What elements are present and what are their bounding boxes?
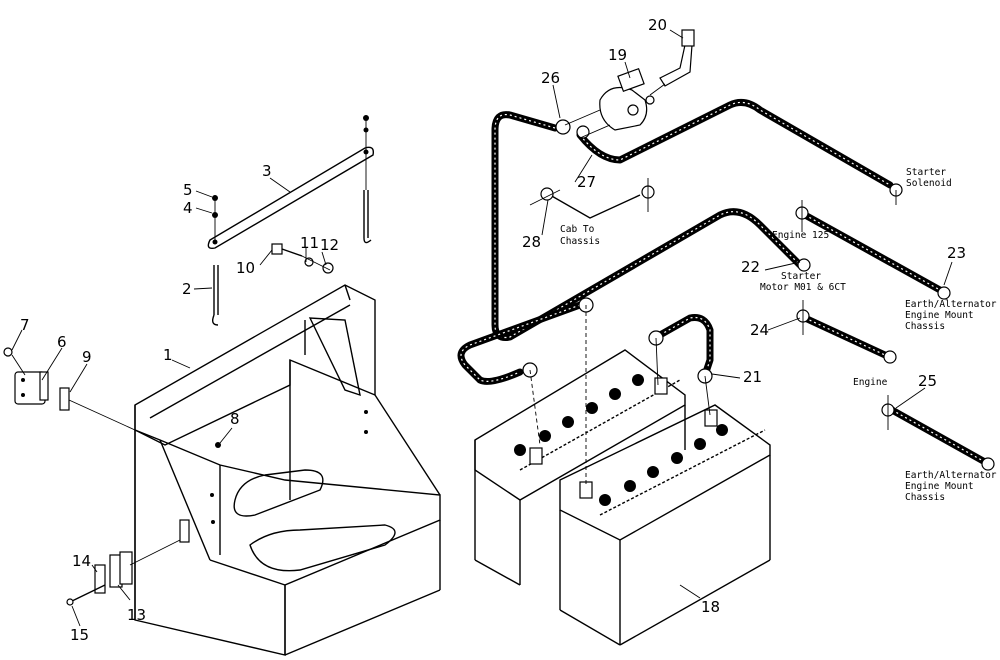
nut-washer-stack (212, 195, 218, 240)
callout-25: 25 (918, 372, 937, 390)
callout-19: 19 (608, 46, 627, 64)
callout-2: 2 (182, 280, 192, 298)
callout-27: 27 (577, 173, 596, 191)
label-earth-bottom-1: Earth/Alternator (905, 470, 997, 481)
callout-26: 26 (541, 69, 560, 87)
terminal-lugs (522, 119, 995, 485)
label-earth-bottom-3: Chassis (905, 492, 945, 503)
cable-battery-loop (457, 301, 584, 385)
callout-21: 21 (743, 368, 762, 386)
battery-front (559, 404, 771, 646)
callout-7: 7 (20, 316, 30, 334)
cable-battery-jumper (656, 314, 714, 379)
callout-11: 11 (300, 234, 319, 252)
callout-18: 18 (701, 598, 720, 616)
label-earth-bottom-2: Engine Mount (905, 481, 974, 492)
callout-24: 24 (750, 321, 769, 339)
callout-15: 15 (70, 626, 89, 644)
battery-rear (474, 349, 686, 586)
elbow-fitting (649, 29, 695, 96)
label-earth-top-1: Earth/Alternator (905, 299, 997, 310)
label-earth-top-3: Chassis (905, 321, 945, 332)
label-starter-motor-1: Starter (781, 271, 821, 282)
j-bolt-left (211, 265, 219, 326)
callout-numbers: 1 2 3 4 5 6 7 8 9 10 11 12 13 14 15 18 1… (20, 16, 966, 644)
latch-assembly (66, 539, 181, 606)
label-earth-top-2: Engine Mount (905, 310, 974, 321)
callout-12: 12 (320, 236, 339, 254)
callout-leaders (11, 29, 953, 627)
callout-10: 10 (236, 259, 255, 277)
hinge-bracket (3, 347, 49, 405)
callout-6: 6 (57, 333, 67, 351)
callout-23: 23 (947, 244, 966, 262)
label-engine-125: Engine 125 (772, 230, 829, 241)
callout-13: 13 (127, 606, 146, 624)
label-engine: Engine (853, 377, 888, 388)
j-bolt-right (363, 115, 372, 244)
label-cab-to-chassis-1: Cab To (560, 224, 595, 235)
hinge-plate (59, 387, 136, 431)
callout-1: 1 (163, 346, 173, 364)
label-starter-motor-2: Motor M01 & 6CT (760, 282, 846, 293)
battery-box (134, 284, 441, 656)
starter-solenoid (564, 67, 655, 139)
callout-3: 3 (262, 162, 272, 180)
callout-22: 22 (741, 258, 760, 276)
callout-14: 14 (72, 552, 91, 570)
hold-down-strap (207, 146, 375, 250)
callout-4: 4 (183, 199, 193, 217)
diagram-labels: Starter Solenoid Cab To Chassis Engine 1… (560, 167, 997, 503)
callout-8: 8 (230, 410, 240, 428)
callout-9: 9 (82, 348, 92, 366)
cable-engine (801, 314, 889, 359)
callout-28: 28 (522, 233, 541, 251)
label-starter-solenoid-1: Starter (906, 167, 946, 178)
cable-earth-bottom (888, 406, 989, 466)
cable-cab-chassis (549, 194, 641, 219)
callout-5: 5 (183, 181, 193, 199)
label-starter-solenoid-2: Solenoid (906, 178, 952, 189)
bolt-assembly (271, 243, 334, 274)
cable-solenoid-starter (576, 98, 894, 189)
cable-earth-top (801, 211, 944, 294)
callout-20: 20 (648, 16, 667, 34)
label-cab-to-chassis-2: Chassis (560, 236, 600, 247)
